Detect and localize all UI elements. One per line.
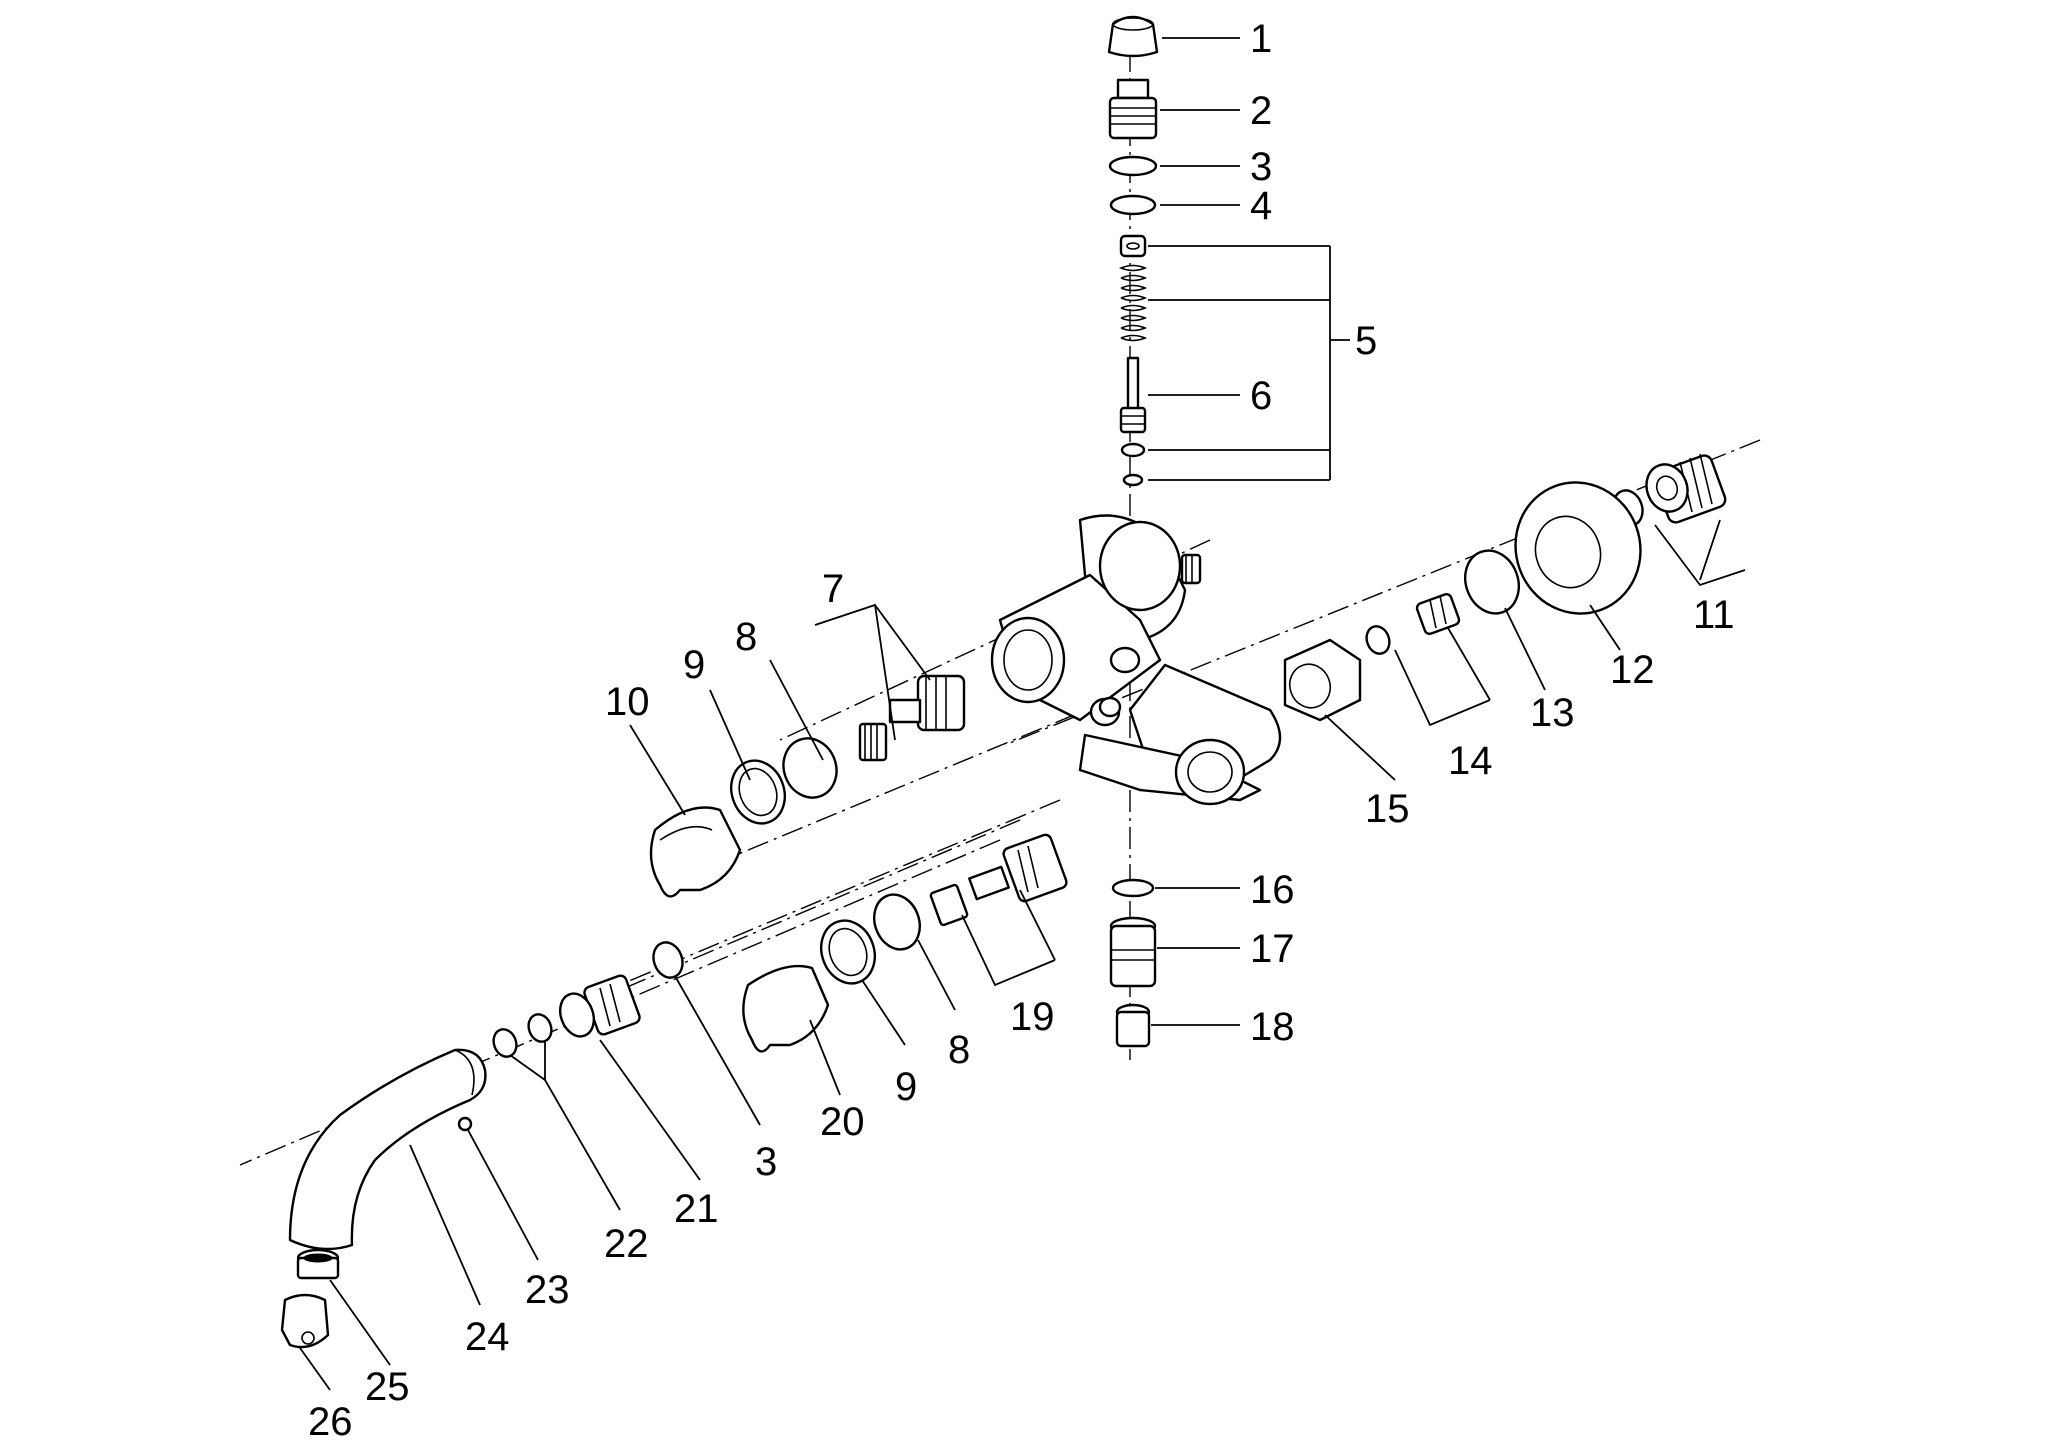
callout-9-lower: 9 bbox=[895, 1065, 917, 1109]
callout-19: 19 bbox=[1010, 995, 1055, 1039]
part-4-o-ring bbox=[1109, 194, 1157, 216]
part-26-aerator-key bbox=[280, 1293, 330, 1349]
part-2-headpart bbox=[1108, 78, 1158, 140]
callout-1: 1 bbox=[1250, 17, 1272, 61]
part-9-nut bbox=[730, 759, 786, 825]
callout-17: 17 bbox=[1250, 927, 1295, 971]
part-24-spout bbox=[288, 1048, 487, 1251]
callout-8: 8 bbox=[735, 615, 757, 659]
part-3-o-ring bbox=[1108, 155, 1158, 177]
callout-7: 7 bbox=[822, 567, 844, 611]
mixer-valve-body bbox=[990, 514, 1282, 806]
callout-13: 13 bbox=[1530, 691, 1575, 735]
part-16-o-ring bbox=[1111, 878, 1155, 898]
part-3-o-ring-lower bbox=[652, 941, 684, 979]
callout-9: 9 bbox=[683, 643, 705, 687]
leader-lines bbox=[299, 37, 1746, 1391]
callout-numbers: 1 2 3 4 5 6 7 8 9 10 11 12 13 14 15 16 1… bbox=[308, 17, 1735, 1444]
callout-22: 22 bbox=[604, 1222, 649, 1266]
part-21-nipple bbox=[558, 974, 641, 1038]
callout-21: 21 bbox=[674, 1187, 719, 1231]
callout-24: 24 bbox=[465, 1315, 510, 1359]
part-25-aerator bbox=[296, 1248, 340, 1280]
part-9-nut-lower bbox=[820, 919, 876, 985]
callout-23: 23 bbox=[525, 1268, 570, 1312]
part-10-handle bbox=[649, 806, 742, 898]
callout-3-lower: 3 bbox=[755, 1140, 777, 1184]
callout-16: 16 bbox=[1250, 868, 1295, 912]
part-20-handle bbox=[742, 964, 830, 1053]
part-17-adapter bbox=[1109, 916, 1157, 988]
part-5-valve-kit bbox=[1118, 234, 1148, 487]
part-8-o-ring-lower bbox=[873, 893, 921, 951]
part-12-rosette bbox=[1514, 481, 1642, 615]
callout-11: 11 bbox=[1693, 593, 1735, 637]
callout-5: 5 bbox=[1355, 319, 1377, 363]
callout-14: 14 bbox=[1448, 739, 1493, 783]
part-22-o-ring-a bbox=[527, 1013, 553, 1043]
callout-15: 15 bbox=[1365, 787, 1410, 831]
part-15-union-nut bbox=[1283, 638, 1362, 722]
part-14-washer bbox=[1365, 625, 1391, 655]
part-13-gasket bbox=[1464, 549, 1520, 615]
callout-6: 6 bbox=[1250, 374, 1272, 418]
part-1-cap bbox=[1107, 15, 1159, 58]
part-18-insert bbox=[1115, 1003, 1151, 1048]
callout-20: 20 bbox=[820, 1100, 865, 1144]
part-14-check-valve bbox=[1415, 593, 1461, 635]
callout-10: 10 bbox=[605, 680, 650, 724]
part-8-o-ring bbox=[782, 737, 838, 799]
callout-8-lower: 8 bbox=[948, 1028, 970, 1072]
callout-18: 18 bbox=[1250, 1005, 1295, 1049]
callout-4: 4 bbox=[1250, 184, 1272, 228]
callout-25: 25 bbox=[365, 1365, 410, 1409]
part-22-o-ring-b bbox=[492, 1028, 518, 1058]
callout-12: 12 bbox=[1610, 648, 1655, 692]
callout-2: 2 bbox=[1250, 89, 1272, 133]
callout-26: 26 bbox=[308, 1400, 353, 1444]
part-7-cartridge bbox=[858, 674, 966, 762]
part-23-screw bbox=[457, 1116, 473, 1132]
part-19-cartridge bbox=[929, 833, 1068, 927]
part-11-connector bbox=[1645, 453, 1727, 524]
part-6-spindle bbox=[1119, 356, 1147, 434]
callout-3: 3 bbox=[1250, 145, 1272, 189]
assembly-axes bbox=[239, 50, 1761, 1166]
